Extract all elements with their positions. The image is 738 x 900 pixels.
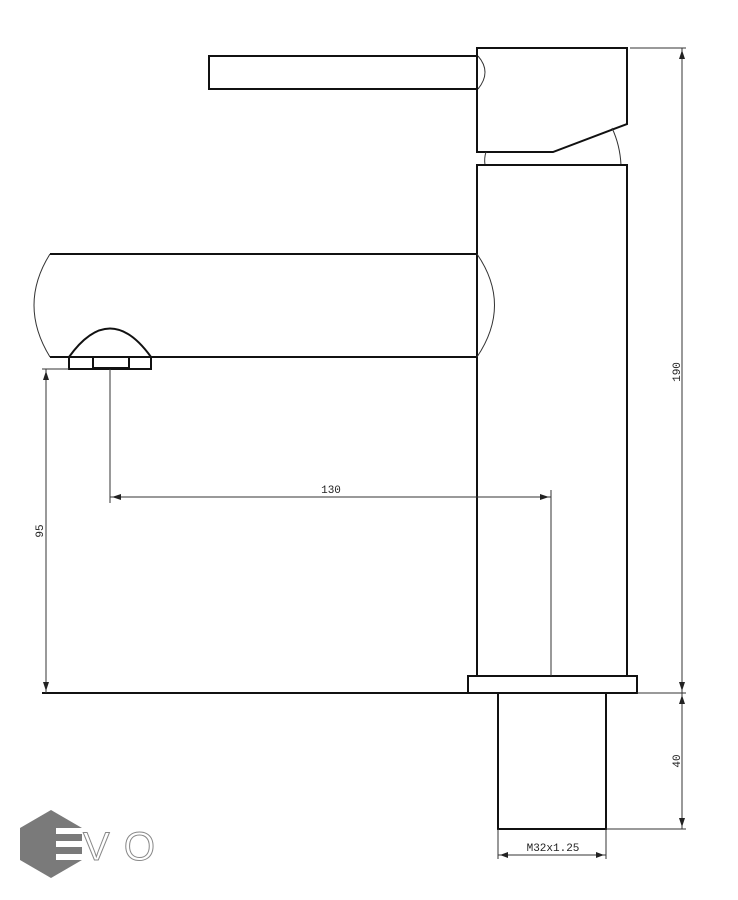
handle-body [476, 47, 628, 153]
dimension-label-190: 190 [672, 362, 684, 382]
evo-logo: VO [20, 810, 156, 878]
thread-label: M32x1.25 [527, 843, 580, 855]
tap-body [476, 164, 628, 677]
handle-swing-arc-small [484, 151, 487, 166]
logo-text: VO [83, 825, 155, 869]
aerator-outlet [92, 356, 130, 369]
logo-hexagon [20, 810, 82, 878]
aerator-dome [68, 327, 152, 358]
lever-joint-arc [477, 55, 486, 90]
handle-lever [208, 55, 478, 90]
base-plate [467, 675, 638, 694]
threaded-shank [497, 692, 607, 830]
dimension-label-95: 95 [35, 524, 47, 537]
spout-end-arc [476, 253, 495, 358]
dimension-label-130: 130 [321, 485, 341, 497]
spout-tip-arc [33, 253, 51, 358]
dimension-label-40: 40 [672, 754, 684, 767]
handle-swing-arc [611, 127, 622, 166]
spout [50, 253, 477, 358]
